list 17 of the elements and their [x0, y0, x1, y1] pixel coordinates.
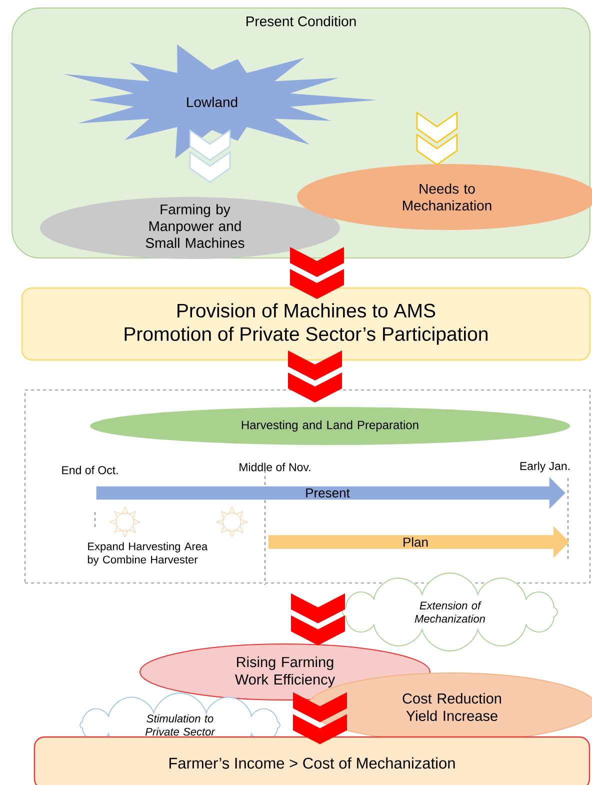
cloud-callout: Extension of Mechanization	[342, 572, 558, 652]
chevron-arrow	[291, 593, 345, 646]
period-bar: Present	[96, 477, 566, 509]
period-bar: Plan	[268, 526, 570, 558]
chevron-arrow	[189, 128, 231, 183]
banner-box: Provision of Machines to AMS Promotion of Private Sector’s Participation	[21, 287, 591, 361]
time-label: End of Oct.	[62, 466, 118, 474]
time-label: Early Jan.	[520, 462, 570, 472]
chevron-arrow	[416, 111, 458, 166]
note-text: Expand Harvesting Area by Combine Harvester	[88, 542, 208, 566]
dashed-frame	[24, 390, 590, 584]
chevron-arrow	[290, 246, 344, 299]
chevron-arrow	[293, 692, 347, 744]
result-box: Farmer’s Income > Cost of Mechanization	[34, 736, 590, 785]
time-label: Middle of Nov.	[240, 462, 310, 472]
chevron-arrow	[288, 350, 342, 403]
starburst: Lowland	[63, 44, 377, 158]
